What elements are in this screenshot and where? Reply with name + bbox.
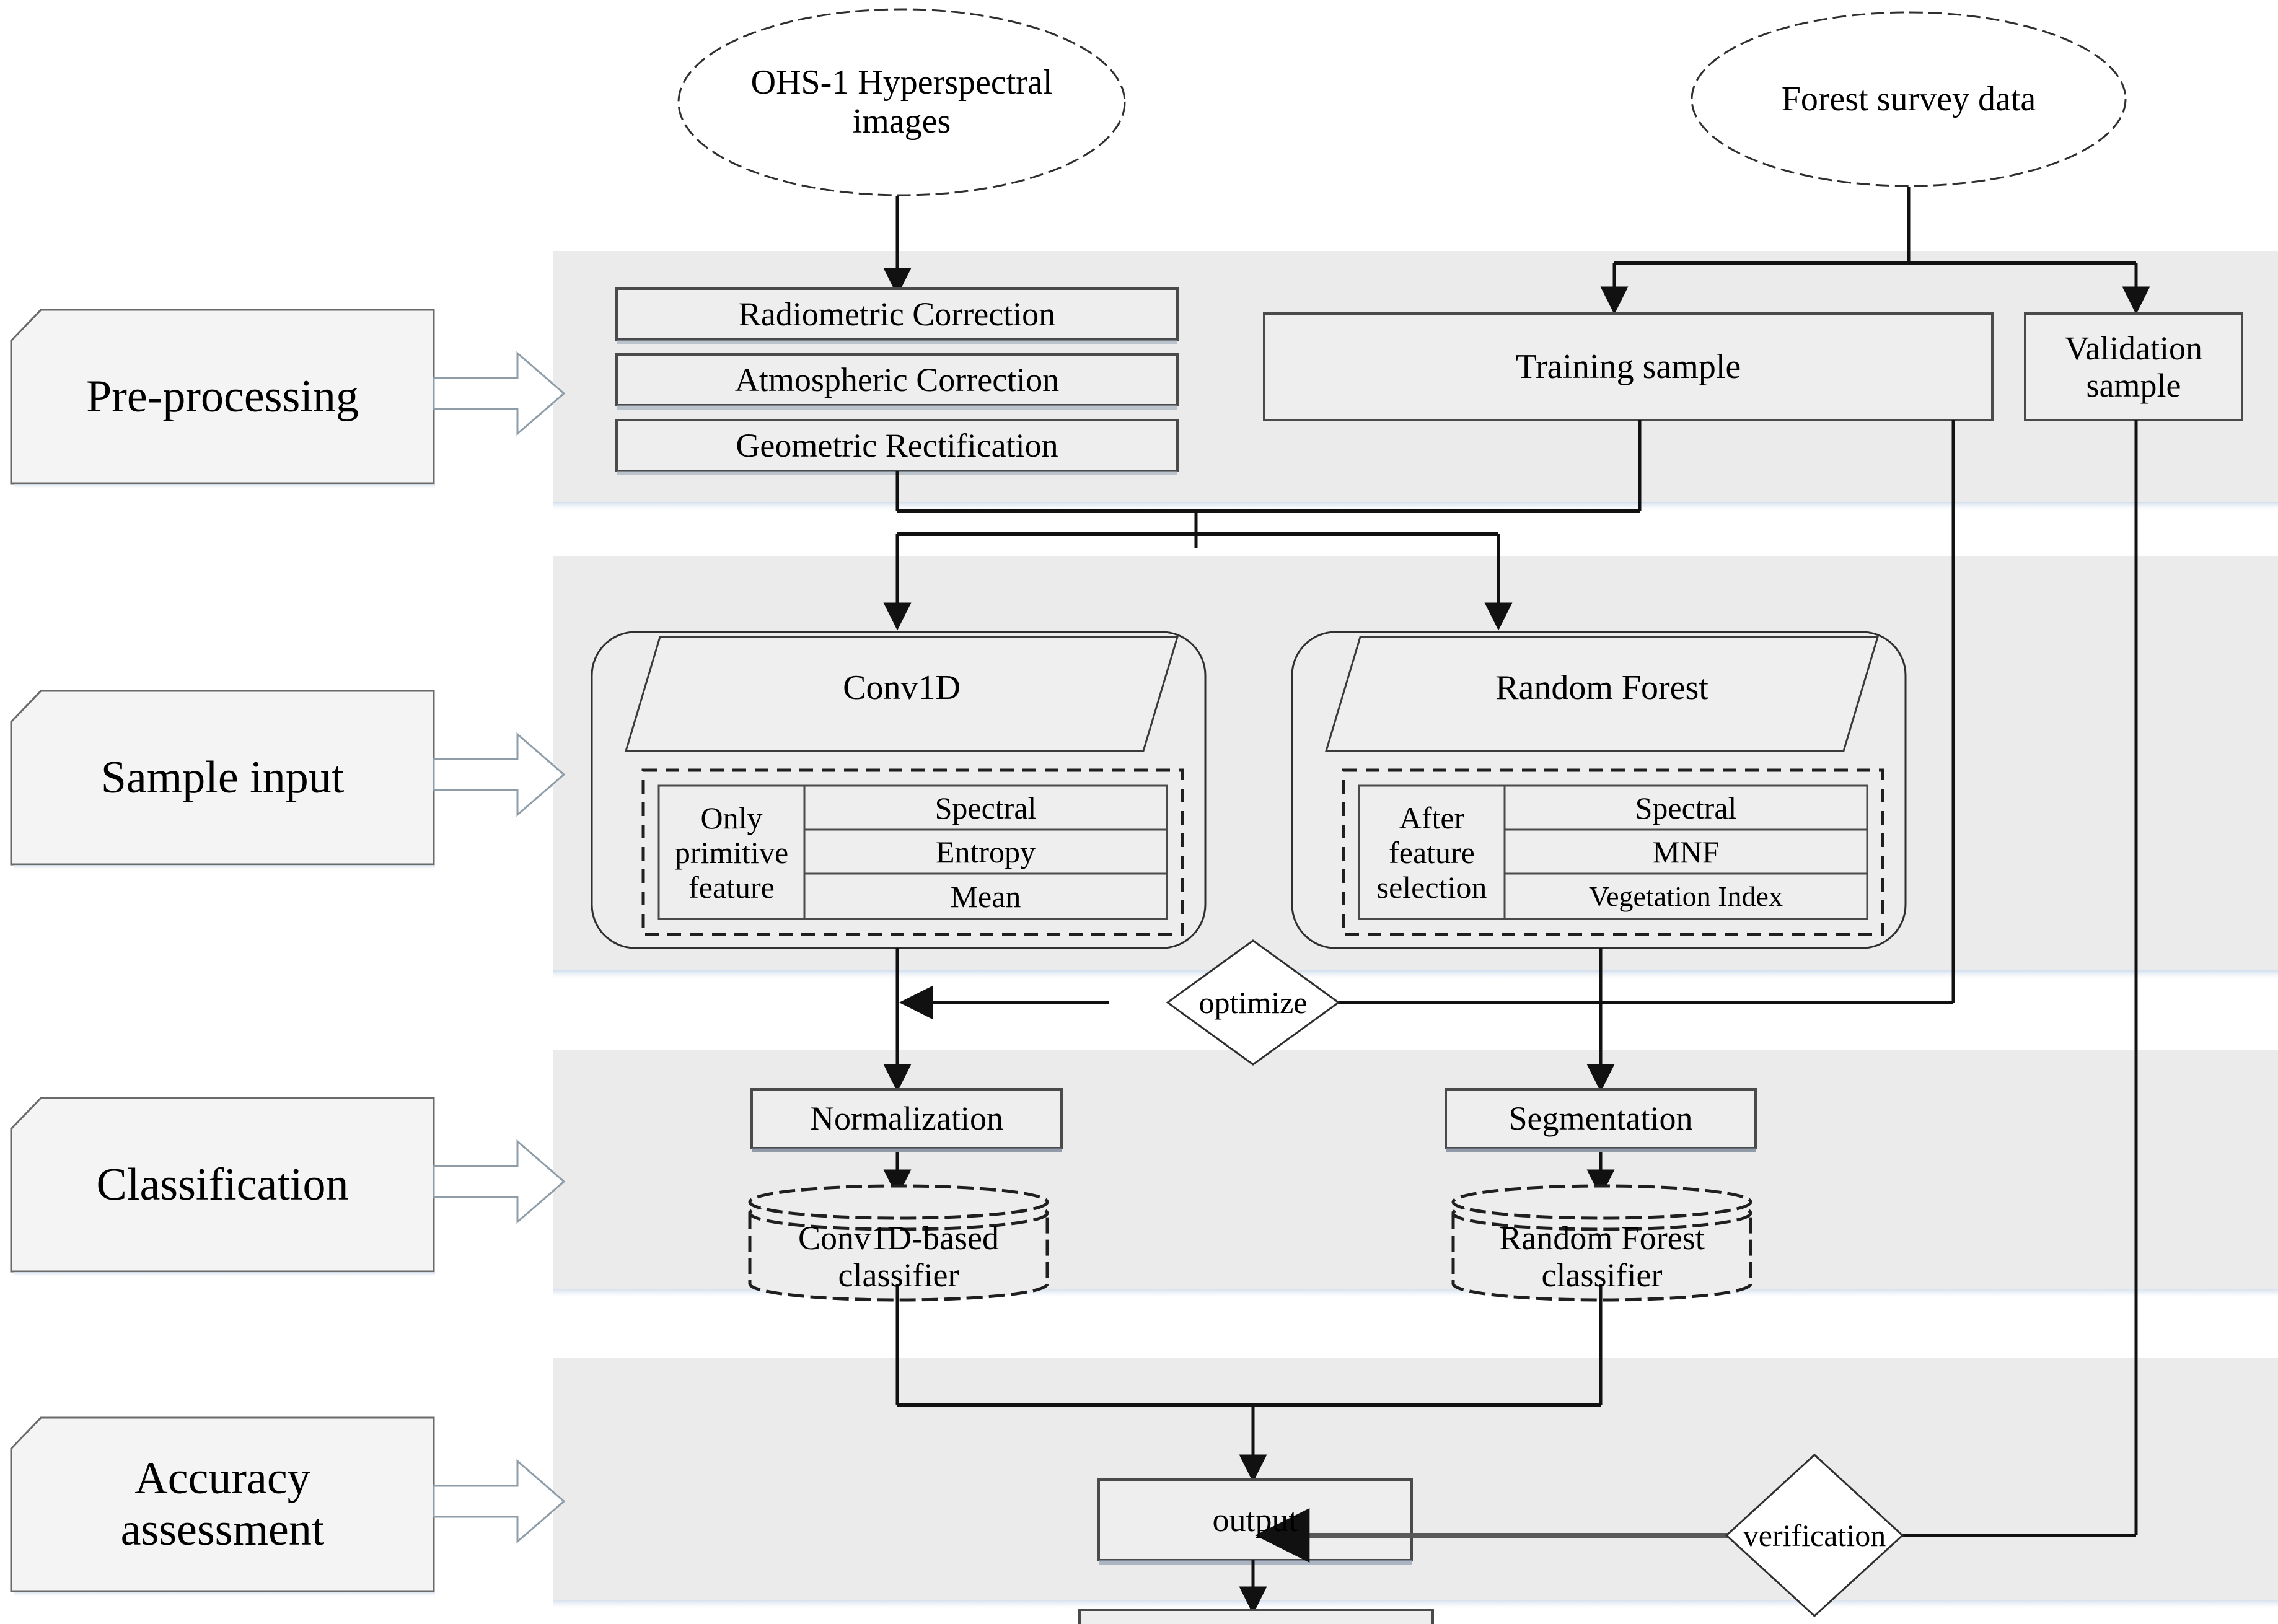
source-ellipse-ohs-1[interactable] [677, 8, 1126, 196]
band-accuracy-assessment [553, 1358, 2278, 1610]
box-overall-accuracy-shape[interactable] [1078, 1609, 1434, 1624]
container-conv1d[interactable] [591, 631, 1207, 949]
cylinder-random-forest-classifier[interactable] [1451, 1184, 1752, 1302]
decision-optimize[interactable] [1166, 939, 1340, 1066]
stage-tag-classification[interactable] [10, 1097, 566, 1278]
box-atmospheric-correction[interactable] [615, 353, 1179, 410]
box-normalization[interactable] [750, 1088, 1063, 1152]
box-training-sample[interactable] [1263, 312, 1994, 421]
decision-verification[interactable] [1725, 1453, 1904, 1618]
box-radiometric-correction[interactable] [615, 287, 1179, 344]
container-random-forest[interactable] [1291, 631, 1907, 949]
stage-tag-sample-input[interactable] [10, 690, 566, 871]
box-validation-sample[interactable] [2024, 312, 2243, 421]
box-segmentation[interactable] [1445, 1088, 1757, 1152]
cylinder-conv1d-based-classifier[interactable] [748, 1184, 1049, 1302]
source-ellipse-forest-survey[interactable] [1691, 11, 2127, 187]
stage-tag-pre-processing[interactable] [10, 309, 566, 489]
stage-tag-accuracy-assessment[interactable] [10, 1416, 566, 1597]
